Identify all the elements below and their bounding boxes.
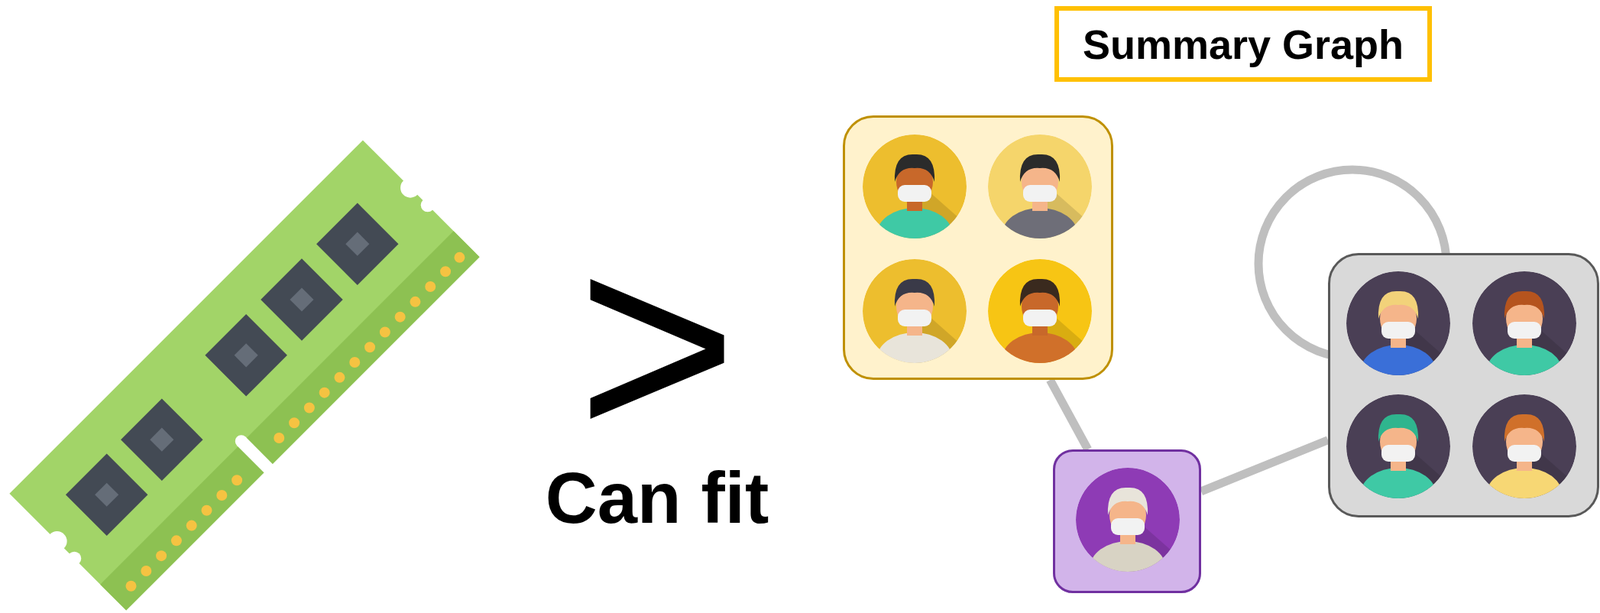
ram-chip-marks [94, 232, 370, 507]
graph-edge [1201, 440, 1328, 492]
ram-notch [417, 195, 438, 215]
ram-notch [232, 432, 250, 451]
ram-strip [100, 230, 480, 610]
title-box: Summary Graph [1054, 6, 1432, 82]
supernode-box [1327, 252, 1600, 518]
ram-notch [42, 527, 72, 556]
node-title: Summary Graph [1082, 20, 1404, 69]
ram-notch [64, 548, 85, 568]
greater-than-symbol: > [534, 206, 780, 482]
supernode-box [1052, 449, 1202, 593]
supernode-box [842, 115, 1114, 380]
can-fit-label: Can fit [504, 458, 810, 538]
ram-notch [396, 173, 425, 202]
graph-edge [1049, 379, 1089, 450]
ram-board [9, 139, 480, 610]
ram-chips [65, 202, 399, 536]
